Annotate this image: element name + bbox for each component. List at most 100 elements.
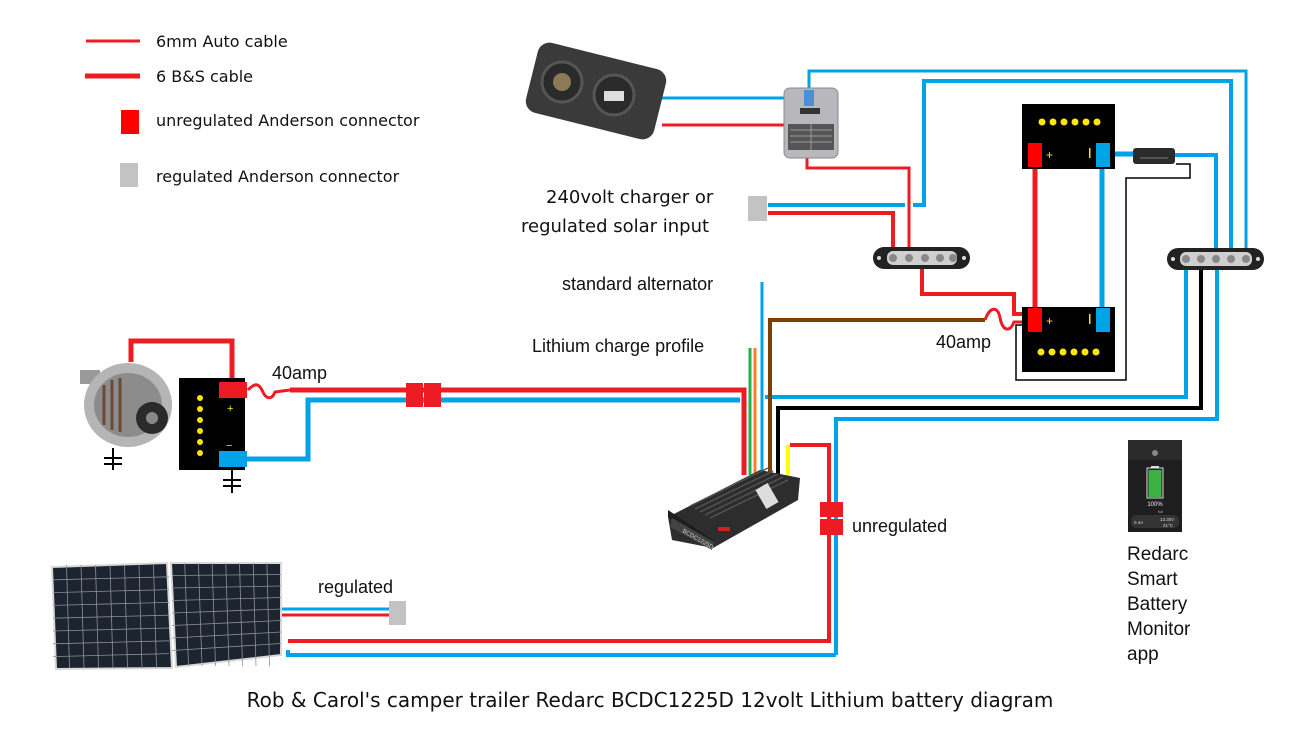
legend-label-bs-cable: 6 B&S cable	[156, 67, 254, 86]
busbar-positive	[873, 247, 970, 269]
solar-cell-gridline	[171, 585, 282, 589]
solar-cell-gridline	[171, 574, 282, 576]
dcdc-charger: BCDC1225D	[668, 467, 800, 551]
fuse-box	[783, 87, 839, 159]
app-label-line: Smart	[1127, 569, 1178, 590]
label-charger-input-line2: regulated solar input	[521, 216, 710, 237]
battery-monitor-app-screen: 100% full 0.4A 13.30V 21°C	[1128, 440, 1182, 532]
solar-cell-gridline	[225, 562, 230, 667]
solar-cell-gridline	[211, 562, 216, 667]
legend-label-regulated: regulated Anderson connector	[156, 167, 400, 186]
lithium-battery-lower: +	[1022, 307, 1115, 372]
wire-charger-neg-2	[913, 79, 1233, 252]
label-standard-alternator: standard alternator	[562, 274, 714, 294]
wire-dcdc-brown	[768, 318, 985, 475]
app-label-line: app	[1127, 644, 1159, 665]
wire-solar-unreg-neg	[286, 650, 836, 657]
battery-positive-terminal	[219, 382, 247, 398]
anderson-unregulated-solar-a	[820, 502, 843, 517]
lithium-battery-upper: +	[1022, 104, 1115, 169]
solar-cell-gridline	[138, 564, 143, 669]
anderson-unregulated-solar-b	[820, 519, 843, 535]
solar-panels	[50, 561, 282, 671]
alternator	[80, 363, 172, 447]
solar-cell-gridline	[171, 597, 282, 601]
legend-regulated-anderson-swatch	[120, 163, 138, 187]
solar-cell-gridline	[171, 631, 282, 639]
solar-cell-gridline	[52, 576, 170, 581]
solar-cell-gridline	[266, 562, 270, 667]
solar-cell-gridline	[52, 640, 170, 645]
battery-monitor-shunt	[1133, 148, 1175, 164]
legend-label-unregulated: unregulated Anderson connector	[156, 111, 420, 130]
battery-plus-label: +	[227, 403, 233, 415]
wire-starter-pos	[290, 387, 747, 475]
label-monitor-app: Redarc Smart Battery Monitor app	[1127, 542, 1190, 667]
solar-cell-gridline	[52, 614, 170, 619]
battery-negative-terminal	[1096, 143, 1110, 167]
busbar-negative	[1167, 248, 1264, 270]
fuse-left-symbol	[246, 383, 291, 400]
battery-minus-label: −	[226, 440, 232, 452]
legend	[85, 39, 140, 187]
ground-symbol-alternator-icon	[104, 448, 122, 470]
battery-indicator-dots	[197, 395, 203, 456]
wire-busbar-to-battery-pos	[920, 262, 1028, 316]
wire-busbar-neg-1	[765, 266, 1188, 399]
label-unregulated: unregulated	[852, 516, 948, 536]
wire-alternator-pos	[128, 338, 235, 382]
app-percent: 100%	[1147, 502, 1163, 508]
wire-solar-unreg-pos	[288, 443, 831, 643]
app-voltage: 13.30V	[1160, 517, 1174, 522]
battery-full-icon	[1146, 467, 1164, 499]
solar-cell-gridline	[171, 643, 282, 651]
solar-cell-gridline	[52, 653, 170, 657]
solar-cell-gridline	[80, 564, 85, 669]
anderson-regulated-solar	[389, 601, 406, 625]
diagram-title: Rob & Carol's camper trailer Redarc BCDC…	[246, 688, 1054, 712]
solar-cell-gridline	[171, 608, 282, 614]
legend-unregulated-anderson-swatch	[121, 110, 139, 134]
solar-cell-gridline	[239, 562, 243, 667]
legend-label-6mm-cable: 6mm Auto cable	[156, 32, 288, 51]
solar-cell-gridline	[66, 564, 70, 669]
battery-plus-label: +	[1046, 314, 1053, 328]
solar-cell-gridline	[95, 564, 99, 669]
label-regulated: regulated	[318, 577, 394, 597]
wire-fusebox-pos	[805, 155, 911, 254]
app-status: full	[1158, 509, 1163, 514]
solar-cell-gridline	[153, 564, 157, 669]
wire-busbar-black	[776, 266, 1203, 475]
app-label-line: Battery	[1127, 594, 1188, 615]
solar-cell-gridline	[171, 620, 282, 626]
anderson-unregulated-starter-a	[406, 383, 423, 407]
anderson-regulated-charger	[748, 196, 767, 221]
solar-cell-gridline	[52, 627, 170, 632]
wires	[128, 69, 1248, 657]
wire-fusebox-neg	[807, 69, 1248, 252]
wire-starter-neg	[245, 397, 740, 462]
battery-plus-label: +	[1046, 148, 1053, 162]
wire-shunt-sense	[1015, 163, 1191, 381]
label-fuse-right: 40amp	[936, 332, 992, 352]
battery-negative-terminal	[1096, 308, 1110, 332]
ground-symbol-battery-icon	[223, 470, 241, 493]
battery-indicator-dots	[1038, 118, 1101, 126]
wire-shunt-to-busbar	[1173, 153, 1218, 252]
battery-positive-terminal	[1028, 143, 1042, 167]
battery-indicator-dots	[1037, 348, 1100, 356]
label-charger-input-line1: 240volt charger or	[546, 187, 714, 208]
app-current: 0.4A	[1134, 520, 1143, 525]
app-label-line: Redarc	[1127, 544, 1189, 565]
label-fuse-left: 40amp	[272, 363, 328, 383]
starter-battery: + −	[179, 378, 247, 470]
solar-cell-gridline	[52, 589, 170, 593]
wire-charger-pos	[768, 211, 895, 254]
socket-panel	[525, 42, 667, 140]
label-lithium-profile: Lithium charge profile	[532, 336, 705, 356]
solar-cell-gridline	[184, 562, 189, 667]
app-temp: 21°C	[1163, 523, 1174, 528]
fuse-right-symbol	[983, 307, 1028, 331]
solar-cell-gridline	[252, 562, 257, 667]
